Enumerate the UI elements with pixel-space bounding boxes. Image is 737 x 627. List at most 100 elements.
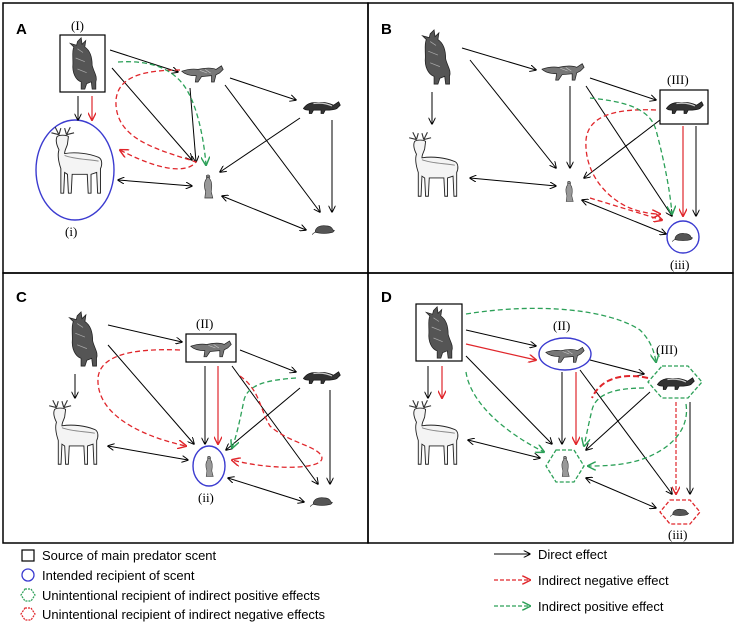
direct-arrow — [226, 387, 301, 450]
negative-arrow — [232, 375, 323, 468]
deer-icon — [408, 131, 459, 197]
recipient-label: (ii) — [198, 490, 214, 505]
positive-arrow — [588, 403, 688, 466]
direct-arrow — [107, 324, 182, 342]
direct-arrow — [469, 59, 556, 168]
recipient-label: (iii) — [670, 257, 690, 272]
negative-arrow — [589, 197, 662, 220]
mustelid-icon — [656, 377, 695, 391]
wolf-icon — [425, 306, 453, 359]
source-box — [659, 89, 709, 125]
legend-negative-label: Indirect negative effect — [538, 573, 669, 588]
negative-arrow — [465, 343, 536, 360]
source-label: (III) — [667, 72, 689, 87]
rodent-icon — [312, 225, 335, 235]
direct-arrow — [231, 365, 318, 484]
legend-direct-label: Direct effect — [538, 547, 608, 562]
legend-source-label: Source of main predator scent — [42, 548, 217, 563]
direct-arrow — [224, 84, 320, 212]
intended-recipient-circle — [666, 220, 700, 254]
coyote-icon — [181, 65, 224, 83]
coyote-icon — [545, 346, 585, 363]
legend-positive-hexagon-swatch — [20, 588, 36, 602]
panel-c: (II) (ii) — [48, 311, 341, 507]
legend-negative-hexagon-swatch — [20, 607, 36, 621]
legend-positive-label: Indirect positive effect — [538, 599, 664, 614]
positive-arrow — [117, 61, 206, 165]
direct-arrow — [239, 349, 296, 372]
legend-intended-label: Intended recipient of scent — [42, 568, 195, 583]
panel-d-frame — [367, 272, 734, 544]
unintended-positive-hexagon — [647, 365, 703, 399]
source-label-secondary: (III) — [656, 342, 678, 357]
legend-source-swatch — [21, 549, 35, 562]
direct-arrow — [468, 440, 540, 458]
source-label: (I) — [71, 18, 84, 33]
intended-recipient-circle — [192, 445, 226, 487]
legend-intended-swatch — [21, 568, 35, 582]
mustelid-icon — [665, 101, 704, 115]
deer-icon — [48, 399, 99, 465]
mustelid-icon — [302, 371, 341, 385]
panel-letter-b: B — [381, 21, 392, 38]
source-box — [185, 333, 237, 363]
deer-icon — [50, 126, 103, 194]
source-label: (II) — [553, 318, 570, 333]
rodent-icon — [670, 508, 689, 517]
direct-arrow — [111, 67, 192, 160]
unintended-negative-hexagon — [659, 499, 701, 525]
positive-arrow — [465, 371, 544, 452]
squirrel-icon — [205, 455, 214, 477]
intended-recipient-circle — [538, 337, 592, 371]
direct-arrow — [222, 196, 306, 230]
legend-positive-recipient-label: Unintentional recipient of indirect posi… — [42, 588, 320, 603]
panel-letter-a: A — [16, 21, 27, 38]
direct-arrow — [109, 49, 178, 72]
wolf-icon — [69, 311, 98, 367]
rodent-icon — [310, 497, 333, 507]
deer-icon — [408, 399, 459, 465]
negative-arrow — [585, 109, 660, 214]
direct-arrow — [585, 85, 672, 216]
unintended-positive-hexagon — [545, 449, 585, 483]
negative-arrow — [591, 375, 649, 399]
direct-arrow — [465, 355, 552, 444]
source-box — [415, 303, 463, 362]
wolf-icon — [69, 37, 97, 90]
positive-arrow — [465, 307, 656, 362]
rodent-icon — [672, 233, 693, 242]
panel-d: (II) (III) (iii) — [408, 303, 703, 542]
direct-arrow — [461, 47, 536, 70]
direct-arrow — [107, 344, 194, 444]
direct-arrow — [108, 446, 188, 460]
panel-b-frame — [367, 2, 734, 274]
direct-arrow — [589, 359, 644, 374]
direct-arrow — [118, 180, 192, 186]
direct-arrow — [589, 77, 656, 100]
legend-negative-recipient-label: Unintentional recipient of indirect nega… — [42, 607, 326, 622]
direct-arrow — [582, 200, 666, 234]
direct-arrow — [586, 478, 656, 508]
source-box — [59, 34, 106, 93]
direct-arrow — [465, 329, 536, 346]
direct-arrow — [228, 478, 304, 502]
direct-arrow — [189, 87, 196, 162]
recipient-label: (iii) — [668, 527, 688, 542]
coyote-icon — [541, 63, 585, 81]
squirrel-icon — [204, 174, 214, 199]
legend: Source of main predator scent Intended r… — [20, 547, 669, 622]
mustelid-icon — [302, 101, 341, 115]
direct-arrow — [470, 178, 556, 186]
direct-arrow — [220, 117, 301, 172]
direct-arrow — [584, 119, 661, 178]
negative-arrow — [97, 349, 186, 446]
negative-arrow — [115, 69, 198, 170]
wolf-icon — [422, 29, 451, 85]
panel-b: (III) (iii) — [408, 29, 709, 272]
panel-letter-d: D — [381, 289, 392, 306]
panel-letter-c: C — [16, 289, 27, 306]
positive-arrow — [232, 377, 297, 448]
squirrel-icon — [561, 455, 570, 477]
squirrel-icon — [565, 180, 574, 202]
